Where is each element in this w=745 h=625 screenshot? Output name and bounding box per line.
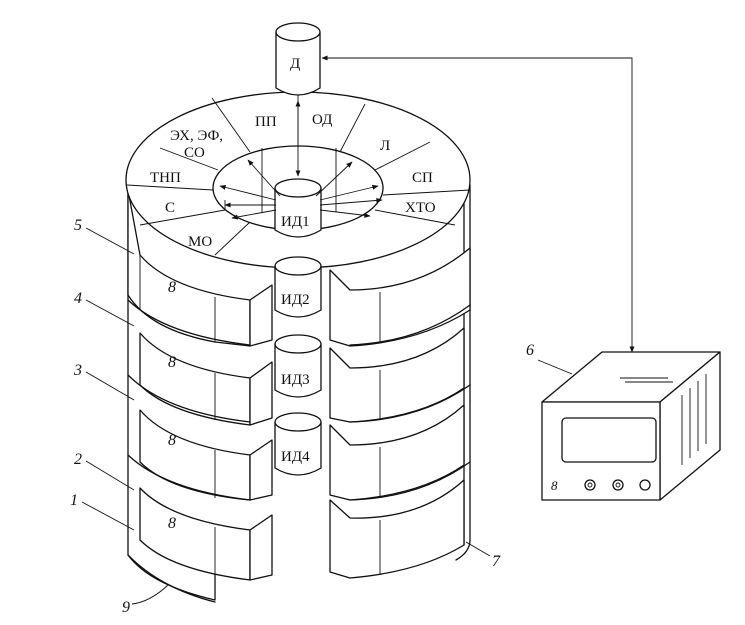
device-screen [561, 417, 657, 463]
device-mark: 8 [551, 478, 558, 493]
block-marker-tier-3: 8 [168, 354, 176, 371]
callout-9-label: 9 [122, 599, 130, 616]
callout-7: 7 [465, 541, 501, 570]
sector-label-pp: ПП [255, 114, 277, 130]
block-marker-tier-2: 8 [168, 432, 176, 449]
sector-label-mo: МО [188, 234, 212, 250]
inner-sensor-2-label: ИД2 [281, 292, 310, 308]
device-knob-3 [639, 479, 651, 491]
level-number-5: 5 [74, 217, 82, 234]
tier-1 [139, 479, 465, 581]
inner-sensor-2: ИД2 [274, 256, 322, 318]
inner-sensor-3-label: ИД3 [281, 372, 310, 388]
outer-shell-right-edge [455, 184, 471, 561]
callout-7-label: 7 [492, 553, 501, 570]
inner-sensor-3: ИД3 [274, 334, 322, 398]
sensor-d: Д [275, 22, 321, 96]
sector-label-sp: СП [412, 170, 433, 186]
outer-shell-bottom-curve [127, 554, 216, 603]
block-markers: 8 8 8 8 [168, 279, 176, 532]
sector-label-s: С [165, 200, 175, 216]
level-callouts: 5 4 3 2 1 [70, 217, 135, 531]
sensor-d-label: Д [290, 56, 300, 72]
sector-label-eh-line1: ЭХ, ЭФ, [170, 128, 223, 144]
level-number-2: 2 [74, 451, 82, 468]
tier-2 [139, 404, 465, 501]
sector-label-hto: ХТО [405, 200, 436, 216]
device-knob-1 [584, 479, 596, 491]
level-number-3: 3 [73, 362, 82, 379]
sector-label-tnp: ТНП [150, 170, 181, 186]
sector-label-od: ОД [312, 112, 332, 128]
level-number-4: 4 [74, 290, 82, 307]
inner-sensor-1-label: ИД1 [281, 214, 310, 230]
callout-9: 9 [122, 584, 169, 616]
measurement-device: 8 6 [526, 342, 721, 501]
level-number-1: 1 [70, 492, 78, 509]
sector-label-l: Л [380, 138, 390, 154]
inner-sensor-4-label: ИД4 [281, 449, 310, 465]
sector-label-eh-line2: СО [184, 145, 205, 161]
signal-arrows [219, 55, 635, 353]
device-knob-2 [612, 479, 624, 491]
inner-sensor-1: ИД1 [274, 178, 322, 238]
inner-sensor-4: ИД4 [274, 412, 322, 476]
device-callout-label: 6 [526, 342, 534, 359]
block-marker-tier-4: 8 [168, 279, 176, 296]
block-marker-tier-1: 8 [168, 515, 176, 532]
